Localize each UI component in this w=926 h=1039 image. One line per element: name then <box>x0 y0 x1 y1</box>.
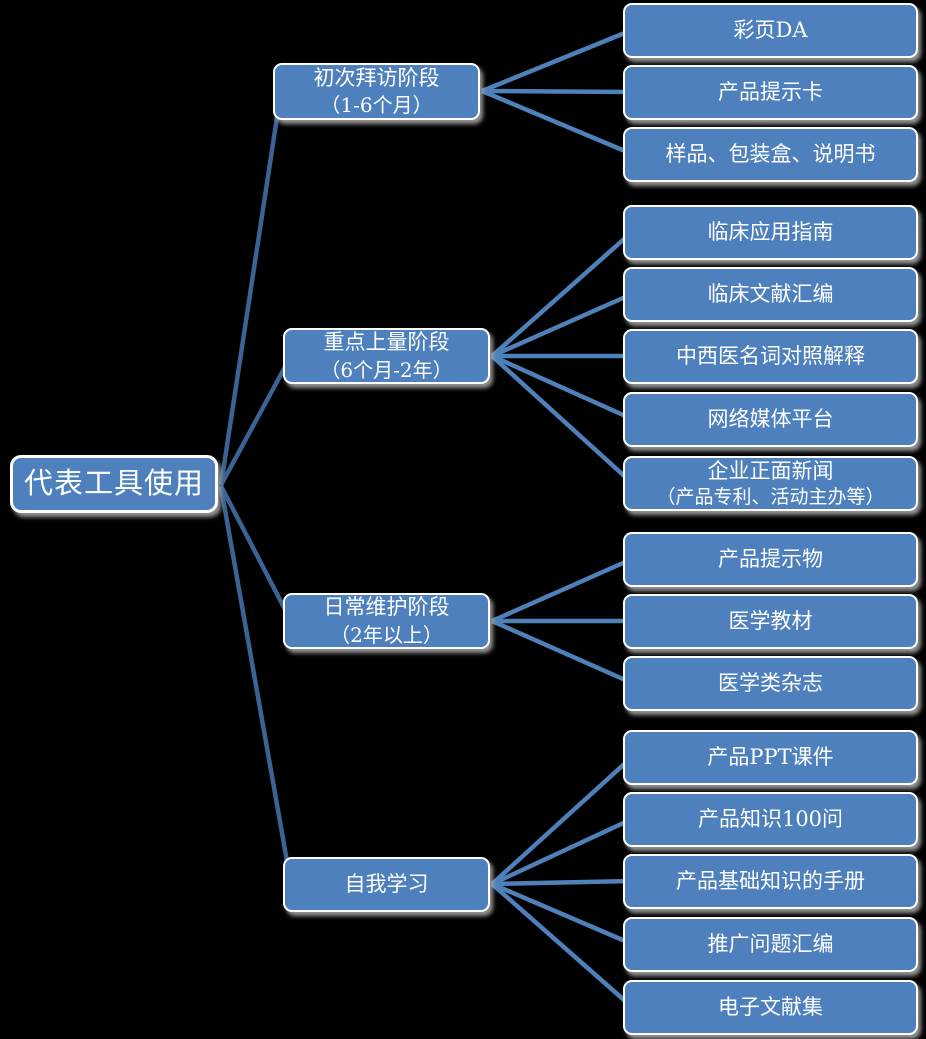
connector-b2-l5 <box>490 354 634 485</box>
leaf-node-label: 医学教材 <box>728 608 813 633</box>
root-node-label: 代表工具使用 <box>23 466 204 501</box>
branch-node-sublabel: （6个月-2年） <box>320 357 453 382</box>
leaf-node-clinical-application-guide: 临床应用指南 <box>623 205 918 260</box>
leaf-node-samples-packaging-manual: 样品、包装盒、说明书 <box>623 127 918 182</box>
connector-b4-l2 <box>491 816 633 887</box>
leaf-node-label: 推广问题汇编 <box>707 931 834 956</box>
leaf-node-label: 电子文献集 <box>718 994 823 1019</box>
leaf-node-electronic-literature-collection: 电子文献集 <box>623 980 918 1035</box>
leaf-node-positive-company-news: 企业正面新闻 （产品专利、活动主办等） <box>623 456 918 511</box>
connector-b3-l1 <box>491 556 633 624</box>
connector-root-branch4 <box>218 486 294 885</box>
connector-root-branch3 <box>219 484 293 623</box>
connector-b4-l1 <box>490 755 634 886</box>
leaf-node-product-tip-card: 产品提示卡 <box>623 65 918 120</box>
leaf-node-medical-magazines: 医学类杂志 <box>623 656 918 711</box>
connector-root-branch2 <box>219 354 293 487</box>
leaf-node-label: 企业正面新闻 <box>707 458 834 483</box>
connector-b2-l2 <box>491 291 633 359</box>
leaf-node-clinical-literature-compilation: 临床文献汇编 <box>623 267 918 322</box>
branch-node-self-study: 自我学习 <box>283 857 490 912</box>
branch-node-daily-maintenance-stage: 日常维护阶段 （2年以上） <box>283 593 490 649</box>
connector-b4-l4 <box>491 881 633 947</box>
root-connectors <box>218 90 294 885</box>
leaf-node-label: 产品PPT课件 <box>707 744 834 769</box>
connector-b3-l3 <box>491 618 633 686</box>
leaf-node-label: 产品提示卡 <box>718 79 823 104</box>
leaf-node-product-basics-handbook: 产品基础知识的手册 <box>623 854 918 909</box>
connector-b1-l2 <box>481 88 633 95</box>
branch-node-sublabel: （2年以上） <box>330 622 443 647</box>
branch-node-first-visit-stage: 初次拜访阶段 （1-6个月） <box>273 63 480 120</box>
connector-b1-l1 <box>481 27 633 94</box>
leaf-node-color-page-da: 彩页DA <box>623 3 918 58</box>
branch-node-label: 自我学习 <box>344 871 429 896</box>
leaf-node-online-media-platform: 网络媒体平台 <box>623 392 918 447</box>
connector-b1-l3 <box>481 88 633 157</box>
connector-root-branch1 <box>218 90 284 486</box>
connector-b4-l5 <box>490 882 634 1009</box>
connector-b4-l3 <box>491 878 633 887</box>
branch-node-sublabel: （1-6个月） <box>320 93 433 118</box>
leaf-node-medical-textbook: 医学教材 <box>623 594 918 649</box>
branch-node-label: 日常维护阶段 <box>323 595 450 620</box>
branch-node-label: 重点上量阶段 <box>323 330 450 355</box>
leaf-node-sublabel: （产品专利、活动主办等） <box>656 485 885 508</box>
leaf-node-product-knowledge-100-questions: 产品知识100问 <box>623 792 918 847</box>
leaf-node-label: 临床应用指南 <box>707 219 834 244</box>
branch-node-label: 初次拜访阶段 <box>313 65 440 90</box>
leaf-node-label: 彩页DA <box>733 17 808 42</box>
leaf-node-label: 医学类杂志 <box>718 670 823 695</box>
leaf-node-term-comparison-explanation: 中西医名词对照解释 <box>623 329 918 384</box>
connector-b2-l1 <box>490 230 634 358</box>
leaf-node-label: 临床文献汇编 <box>707 281 834 306</box>
leaf-node-product-reminder-item: 产品提示物 <box>623 532 918 587</box>
leaf-node-label: 中西医名词对照解释 <box>676 343 865 368</box>
leaf-node-promotion-qa-compilation: 推广问题汇编 <box>623 917 918 972</box>
leaf-node-product-ppt-courseware: 产品PPT课件 <box>623 730 918 785</box>
leaf-node-label: 产品知识100问 <box>697 806 844 831</box>
connector-b2-l4 <box>491 353 633 422</box>
leaf-node-label: 产品基础知识的手册 <box>676 868 865 893</box>
leaf-node-label: 网络媒体平台 <box>707 406 834 431</box>
root-node: 代表工具使用 <box>10 455 218 513</box>
leaf-node-label: 产品提示物 <box>718 546 823 571</box>
leaf-connectors <box>481 27 634 1009</box>
leaf-node-label: 样品、包装盒、说明书 <box>665 141 876 166</box>
branch-node-volume-growth-stage: 重点上量阶段 （6个月-2年） <box>283 328 490 384</box>
